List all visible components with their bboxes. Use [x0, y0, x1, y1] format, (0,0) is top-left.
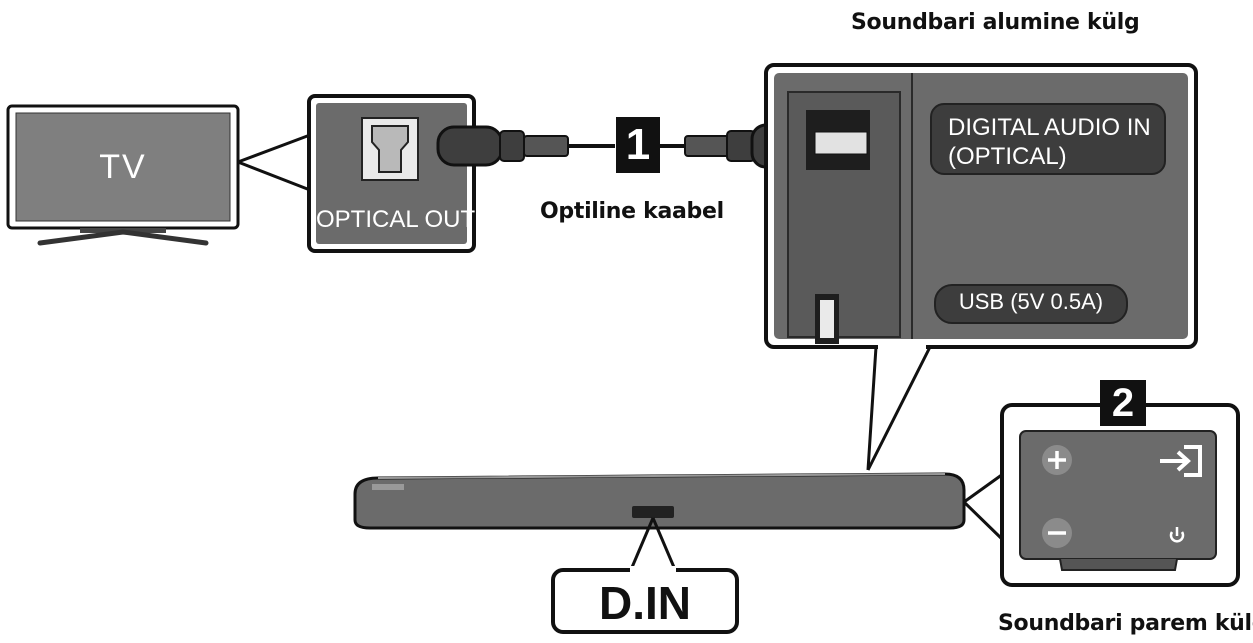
usb-label: USB (5V 0.5A): [934, 284, 1128, 324]
optical-port-icon: [361, 117, 419, 181]
plus-icon[interactable]: [1042, 445, 1072, 475]
source-input-icon[interactable]: [1160, 445, 1202, 477]
digital-audio-in-label: DIGITAL AUDIO IN (OPTICAL): [930, 103, 1166, 175]
step-2-badge: 2: [1100, 380, 1146, 426]
right-side-caption: Soundbari parem külg: [998, 611, 1253, 636]
bottom-side-caption: Soundbari alumine külg: [851, 10, 1140, 35]
din-label: D.IN: [599, 577, 691, 629]
cable-label: Optiline kaabel: [540, 199, 724, 224]
soundbar-illustration: [353, 472, 966, 530]
optical-out-label: OPTICAL OUT: [316, 206, 476, 233]
tv-label: TV: [99, 148, 147, 186]
digital-audio-in-line1: DIGITAL AUDIO IN: [948, 114, 1151, 141]
digital-audio-in-port-icon: [806, 110, 870, 170]
usb-port-icon: [815, 294, 839, 344]
step-1-badge: 1: [616, 117, 660, 173]
power-icon[interactable]: [1169, 527, 1185, 543]
optical-out-panel: [307, 94, 476, 253]
tv-illustration: [6, 104, 240, 246]
soundbar-right-panel: [1000, 403, 1240, 587]
minus-icon[interactable]: [1042, 518, 1072, 548]
digital-audio-in-line2: (OPTICAL): [948, 143, 1067, 170]
